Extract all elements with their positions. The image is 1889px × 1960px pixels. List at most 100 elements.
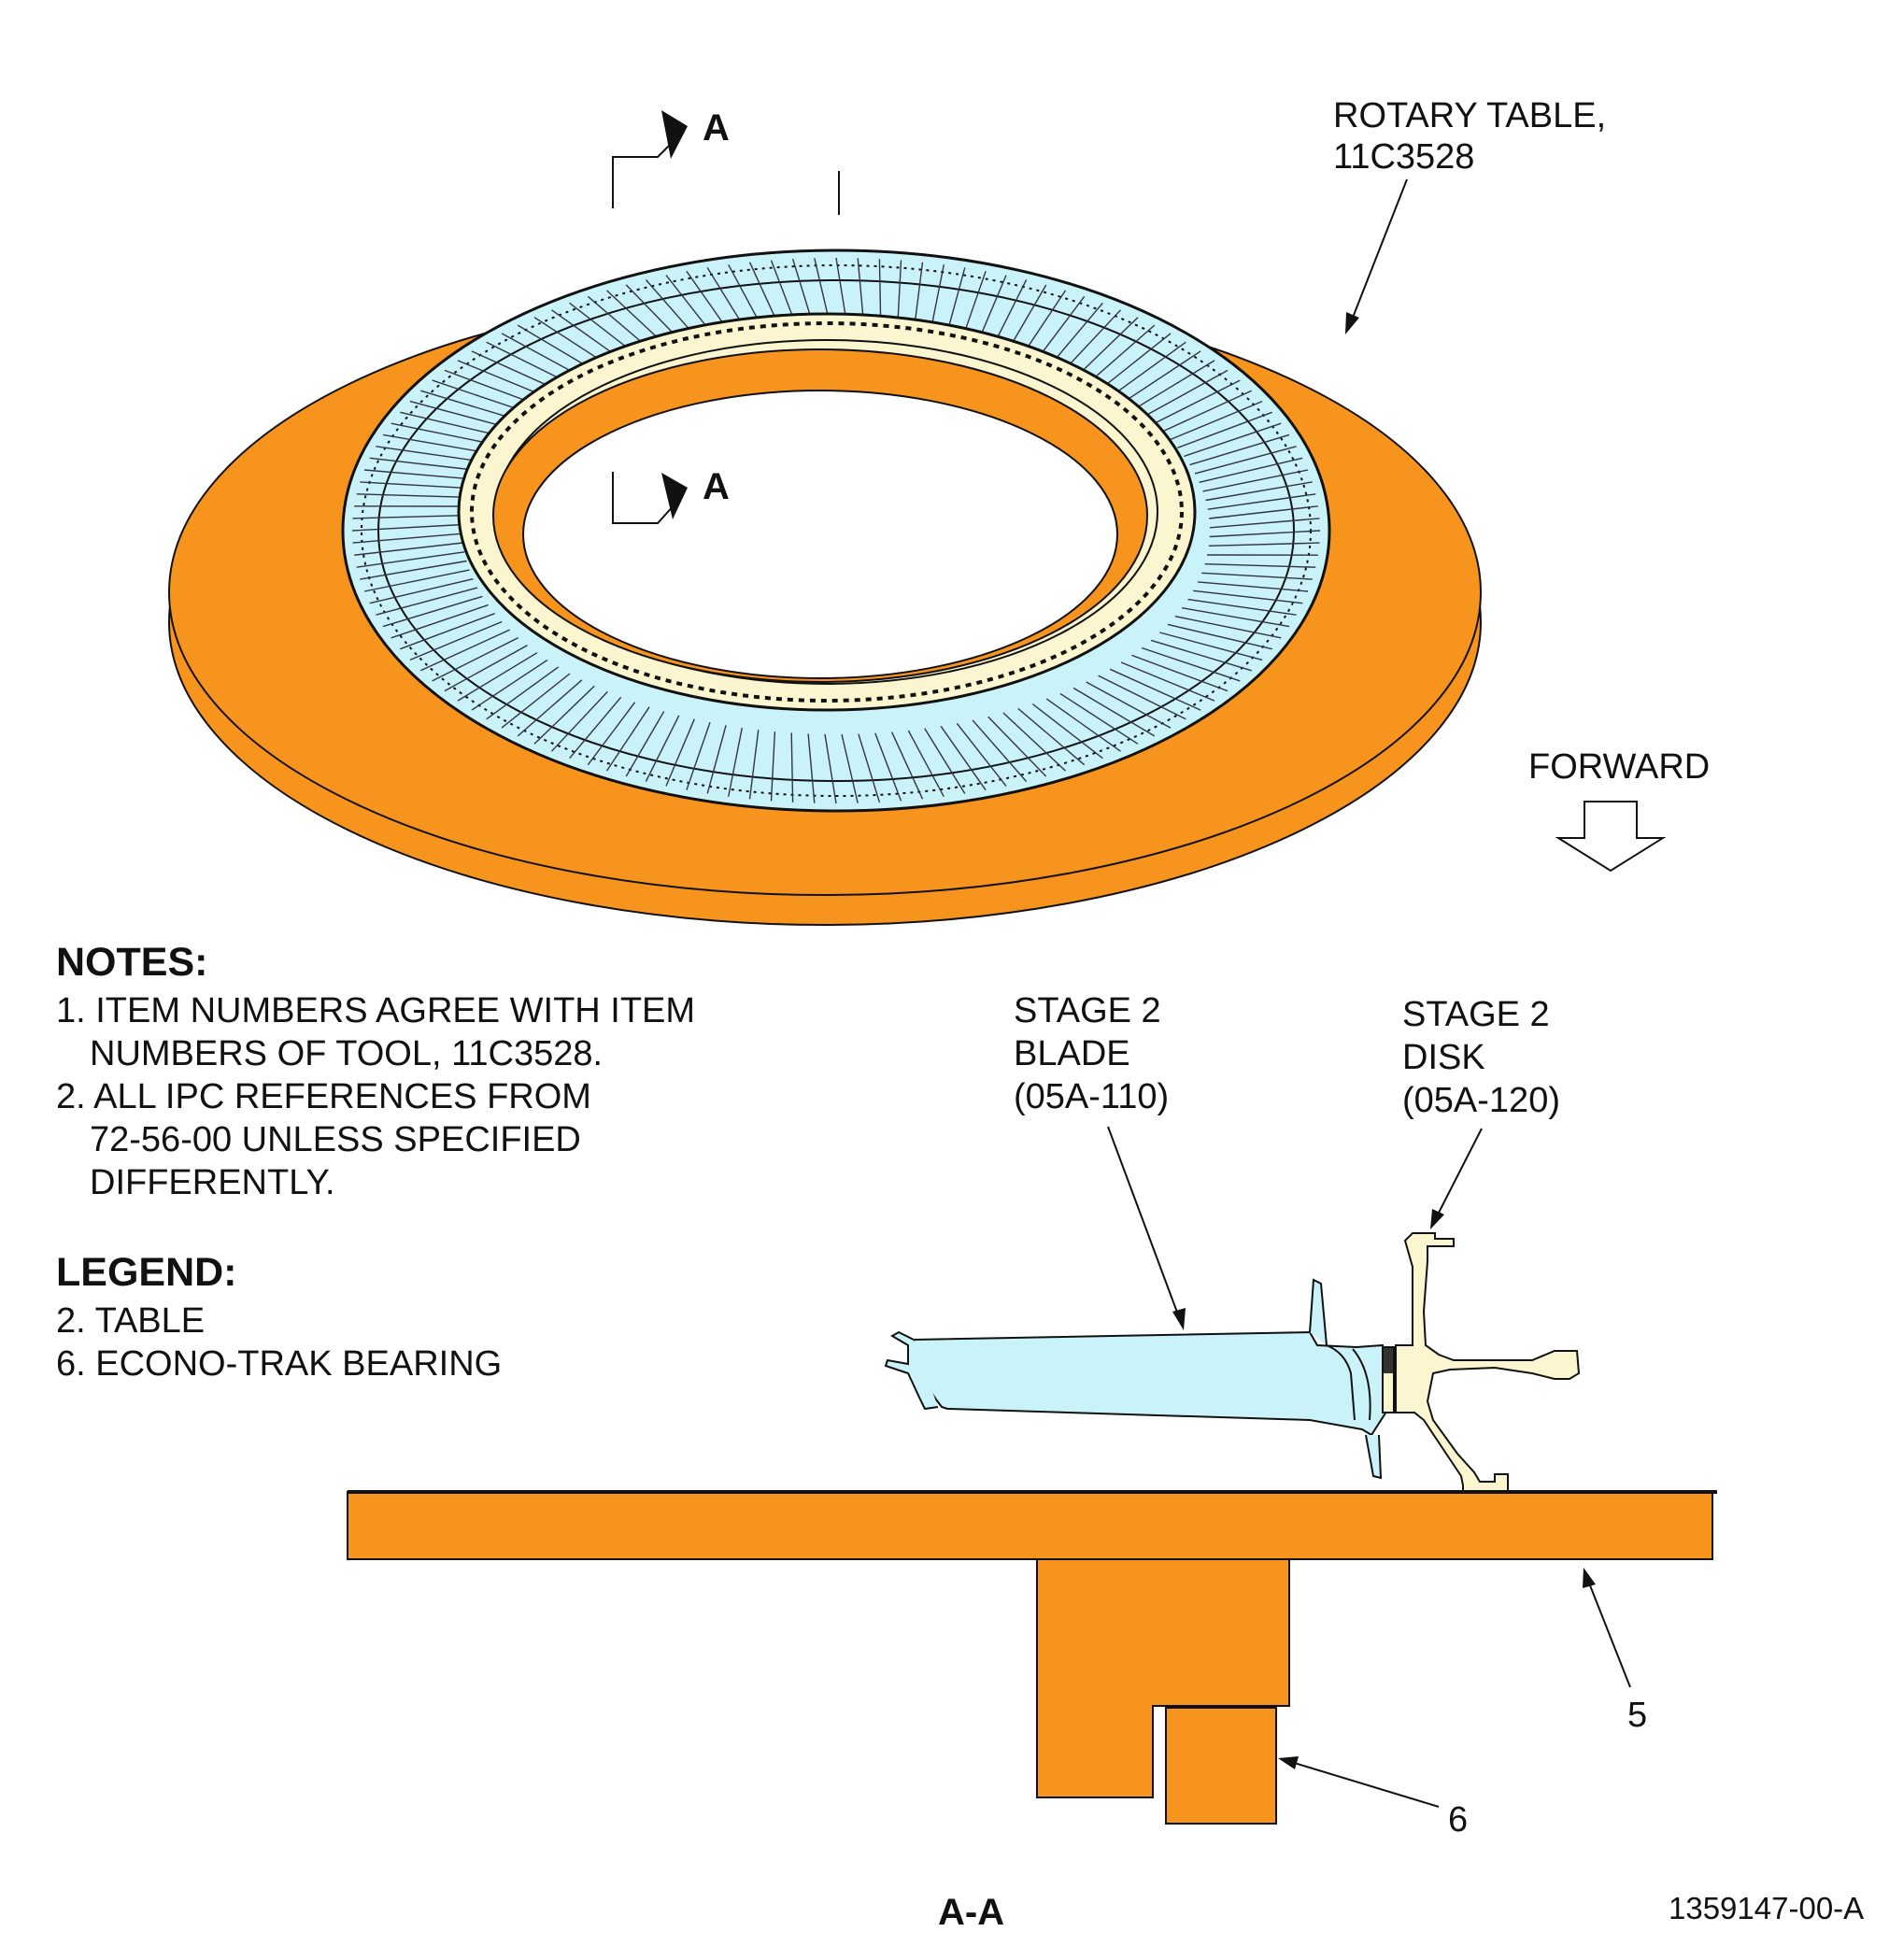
rotary-table-leader [1345, 178, 1408, 334]
blade-tick [686, 721, 711, 790]
blade-tick [1072, 687, 1156, 737]
blade-tick [874, 732, 902, 802]
rotary-table-label-line2: 11C3528 [1333, 137, 1474, 177]
blade-tick [770, 731, 776, 802]
blade-tick [1059, 692, 1139, 745]
notes-title: NOTES: [56, 940, 207, 985]
blade-tick [409, 620, 503, 661]
item-6-label: 6 [1448, 1800, 1468, 1839]
notes: NOTES: 1. ITEM NUMBERS AGREE WITH ITEM N… [56, 940, 695, 1202]
forward-arrow-icon [1555, 801, 1667, 873]
blade-tick [1089, 324, 1156, 382]
blade-tick [360, 481, 471, 490]
item-5-label: 5 [1627, 1696, 1647, 1735]
blade-tick [1181, 607, 1290, 628]
blade-tick [369, 578, 474, 604]
blade-tick [1134, 360, 1215, 409]
blade-tick [1131, 654, 1229, 692]
blade-tick [376, 587, 478, 616]
blade-tick [1208, 542, 1320, 547]
legend-item: 2. TABLE [56, 1301, 205, 1341]
blade-tick [501, 673, 571, 729]
blade-tick [352, 515, 464, 519]
section-cut-marker-inner: A [612, 466, 730, 524]
blade-tick [1031, 703, 1103, 760]
blade-tick [1109, 668, 1201, 711]
blade-tick [352, 533, 463, 544]
blade-tick [1144, 369, 1229, 417]
blade-tick [1209, 518, 1320, 529]
blade-tick [517, 679, 583, 737]
blade-tick [363, 469, 475, 480]
blade-tick [907, 730, 944, 798]
blade-tick [550, 690, 608, 752]
rotary-table-view: A A ROTARY TABLE, 11C3528 [168, 96, 1606, 926]
blade-tick [376, 446, 485, 463]
forward-label: FORWARD [1528, 747, 1710, 787]
blade-tick [1193, 589, 1303, 604]
blade-tick [1209, 530, 1321, 538]
blade-tick [992, 279, 1028, 347]
blade-tick [1198, 581, 1309, 592]
blade-tick [1204, 563, 1316, 568]
blade-tick [824, 733, 837, 804]
blade-tick [1167, 623, 1272, 650]
blade-tick [706, 725, 727, 794]
blade-tick [471, 659, 548, 711]
blade-tick [444, 645, 528, 692]
blade-tick [356, 493, 468, 498]
blade-tick [807, 733, 816, 803]
legend: LEGEND: 2. TABLE 6. ECONO-TRAK BEARING [56, 1250, 502, 1384]
blade-tick [457, 652, 538, 702]
blade-tick [1150, 639, 1252, 672]
stage2-blade [913, 1330, 1390, 1437]
blade-tick [748, 730, 760, 800]
blade-tick [400, 613, 495, 650]
blade-tick [1036, 295, 1086, 360]
blade-tick [432, 636, 519, 682]
stage2-disk-label-line2: DISK [1402, 1038, 1485, 1077]
blade-tick [972, 719, 1028, 782]
blade-tick [1174, 616, 1282, 639]
blade-tick [486, 666, 560, 720]
blade-tick [1120, 661, 1215, 702]
blade-tick [1098, 675, 1186, 720]
blade-tick [1207, 493, 1316, 510]
stage2-disk [1395, 1232, 1581, 1492]
blade-tick [391, 604, 489, 639]
section-title: A-A [938, 1892, 1004, 1933]
blade-tick [420, 629, 510, 672]
blade-tick [356, 551, 465, 568]
blade-tick [587, 702, 636, 766]
blade-tick [665, 718, 695, 787]
blade-tick [1202, 469, 1309, 492]
blade-tick [1187, 598, 1297, 616]
blade-tick [354, 542, 463, 556]
section-marker-inner-label: A [703, 466, 730, 507]
blade-tick [1141, 646, 1241, 682]
blade-tick [400, 411, 505, 438]
blade-tick [977, 275, 1007, 343]
blade-tick [382, 595, 483, 628]
forward-indicator: FORWARD [1528, 747, 1710, 873]
blade-tick [1159, 632, 1263, 661]
blade-tick [1101, 333, 1172, 389]
note-line: NUMBERS OF TOOL, 11C3528. [90, 1034, 603, 1073]
blade-tick [924, 728, 966, 794]
blade-tick [1201, 572, 1313, 580]
blade-tick [369, 457, 479, 472]
econo-trak-bearing [1165, 1707, 1277, 1825]
blade-tick [391, 422, 498, 446]
blade-tick [1077, 317, 1139, 376]
stage2-blade-label-line1: STAGE 2 [1014, 991, 1161, 1030]
blade-tick [728, 727, 743, 797]
item-6-leader [1278, 1756, 1440, 1808]
blade-tick [890, 731, 924, 800]
stage2-blade-label-line3: (05A-110) [1014, 1077, 1169, 1116]
blade-tick [1153, 379, 1241, 425]
blade-tick [987, 716, 1047, 777]
blade-tick [605, 706, 650, 772]
blade-tick [1002, 712, 1066, 772]
blade-tick [360, 560, 467, 580]
